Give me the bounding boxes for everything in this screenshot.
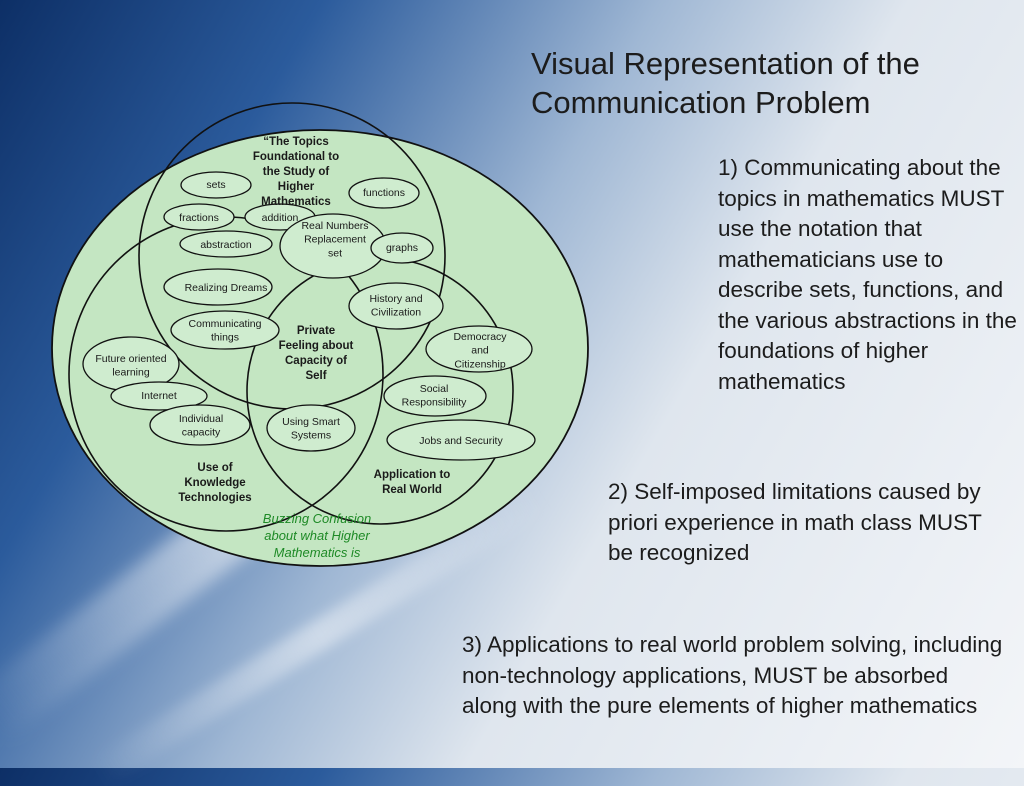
slide-title: Visual Representation of the Communicati… [531, 46, 920, 120]
label-sets: sets [206, 179, 225, 191]
pill-internet [110, 381, 208, 411]
pill-functions [348, 177, 420, 209]
pill-social-responsibility [383, 375, 487, 417]
pill-sets [180, 171, 252, 199]
pill-graphs [370, 232, 434, 264]
pill-smart-systems [266, 404, 356, 452]
label-functions: functions [363, 187, 405, 199]
pill-history [348, 282, 444, 330]
label-graphs: graphs [386, 242, 418, 254]
label-addition: addition [262, 212, 299, 224]
pill-communicating-things [170, 310, 280, 350]
label-fractions: fractions [179, 212, 219, 224]
pill-fractions [163, 203, 235, 231]
label-internet: Internet [141, 390, 177, 402]
pill-democracy [425, 325, 533, 373]
label-realizing-dreams: Realizing Dreams [185, 282, 268, 294]
pill-individual-capacity [149, 404, 251, 446]
point-1: 1) Communicating about the topics in mat… [718, 155, 1017, 394]
pill-abstraction [179, 230, 273, 258]
pill-realizing-dreams [163, 268, 273, 306]
pill-jobs-security [386, 419, 536, 461]
point-2: 2) Self-imposed limitations caused by pr… [608, 479, 982, 565]
label-jobs-security: Jobs and Security [419, 435, 503, 447]
label-abstraction: abstraction [200, 239, 252, 251]
point-3: 3) Applications to real world problem so… [462, 632, 1003, 718]
